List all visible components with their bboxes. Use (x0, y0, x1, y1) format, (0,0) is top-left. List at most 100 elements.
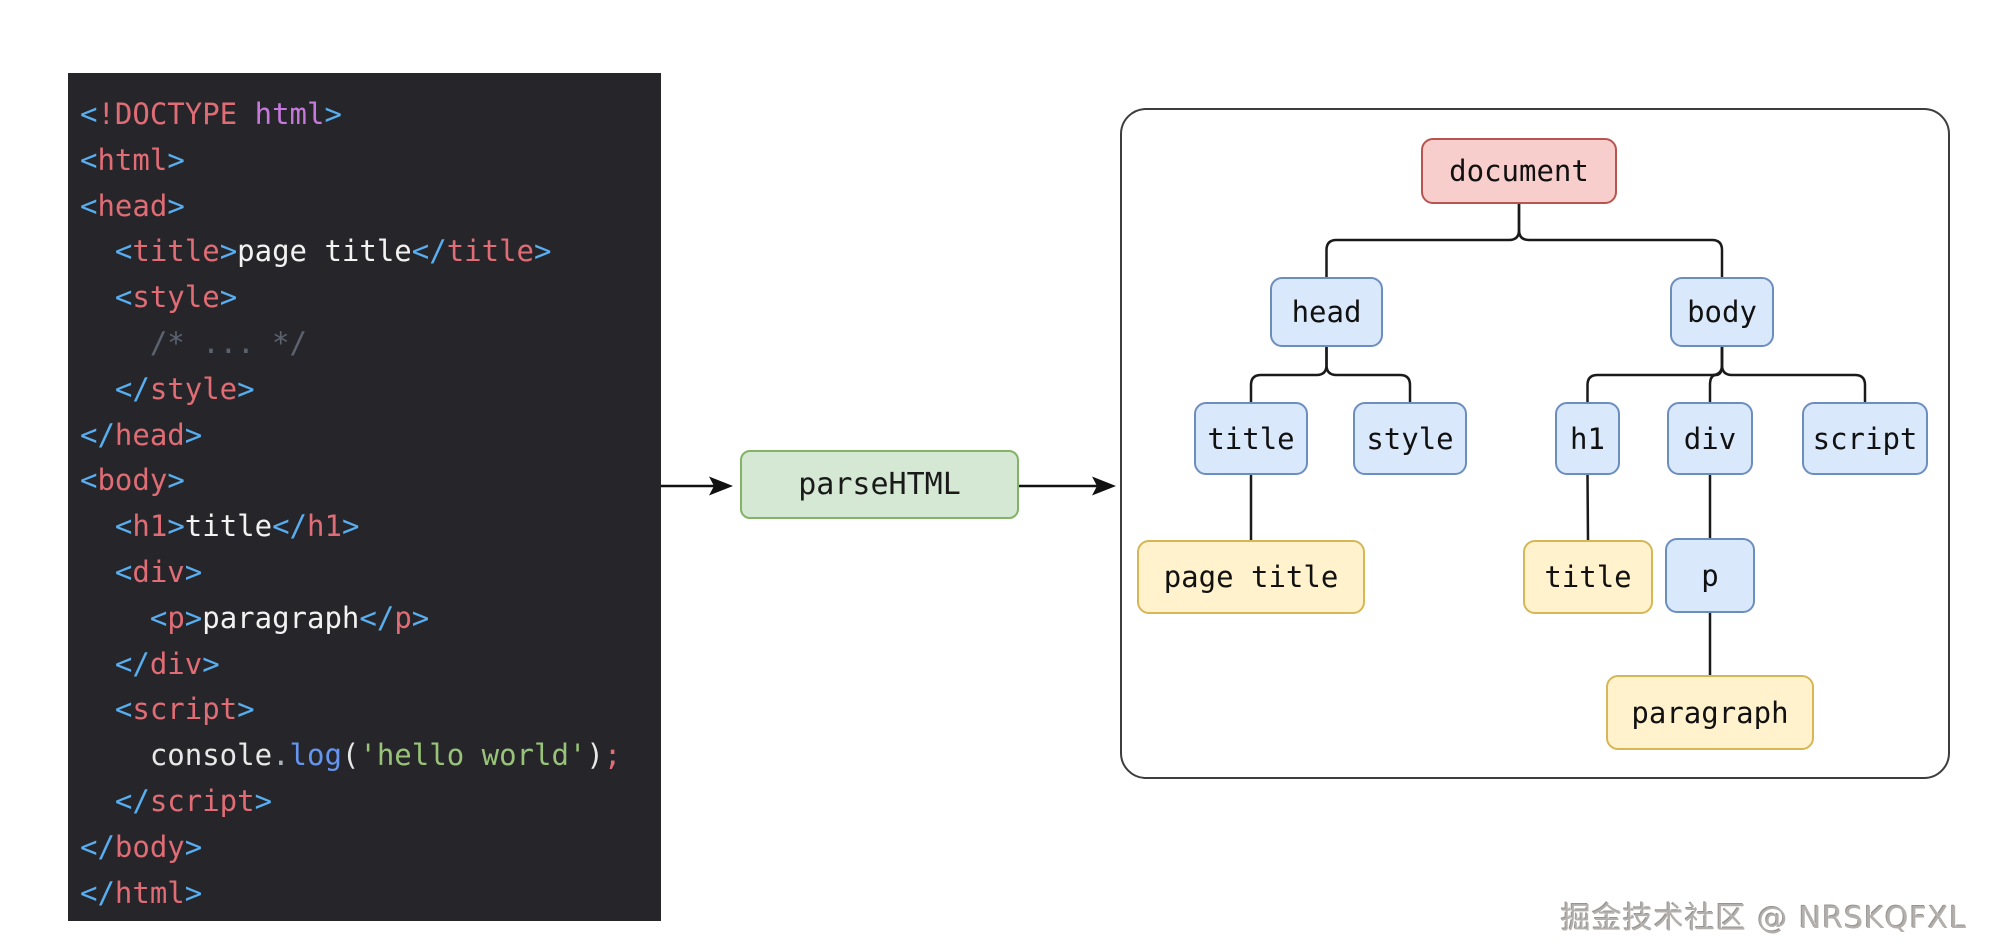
parse-html-label: parseHTML (798, 467, 961, 502)
code-token-punct: < (80, 142, 98, 177)
code-token-tag: html (114, 875, 185, 910)
code-token-punct: > (324, 97, 342, 131)
tree-node-head: head (1270, 277, 1383, 347)
code-token-plain (80, 372, 115, 406)
code-token-punct: </ (411, 234, 447, 269)
code-token-plain (80, 234, 115, 268)
code-token-punct: </ (80, 875, 115, 910)
code-token-function: log (289, 738, 342, 773)
code-token-punct: < (114, 280, 133, 315)
code-token-punct: </ (80, 829, 115, 864)
code-token-punct: < (80, 463, 98, 498)
code-line: </head> (80, 413, 661, 459)
code-token-plain (80, 784, 115, 818)
code-token-punct: > (167, 463, 185, 498)
code-token-comment: /* ... */ (149, 325, 307, 360)
code-token-punct: </ (272, 509, 308, 544)
code-line: <head> (80, 184, 661, 230)
code-token-plain (80, 555, 115, 589)
code-token-punct: > (341, 509, 360, 544)
tree-node-label: div (1683, 421, 1737, 456)
code-token-punct: </ (80, 417, 115, 452)
tree-node-label: page title (1163, 560, 1339, 594)
code-token-plain (80, 280, 115, 314)
code-token-punct: < (114, 554, 133, 589)
code-token-punct: < (114, 234, 133, 269)
code-token-tag: head (97, 188, 168, 223)
tree-node-div: div (1667, 402, 1753, 475)
code-token-text: page title (237, 234, 412, 269)
code-token-tag: h1 (132, 509, 168, 544)
code-token-punct: < (114, 509, 133, 544)
code-line: </html> (80, 871, 661, 917)
code-token-tag: p (167, 600, 185, 635)
code-token-punct: > (219, 280, 238, 315)
code-token-punct: > (184, 600, 203, 635)
code-lines: <!DOCTYPE html><html><head> <title>page … (68, 73, 661, 916)
tree-node-h1: h1 (1555, 402, 1620, 475)
code-token-tag: script (149, 783, 255, 818)
code-line: /* ... */ (80, 321, 661, 367)
code-token-punct: > (202, 646, 220, 681)
code-token-tag: div (149, 646, 203, 681)
code-token-plain (80, 738, 150, 772)
code-token-tag: h1 (307, 509, 342, 544)
flow-arrowhead-icon (1092, 476, 1116, 496)
code-token-tag: style (149, 371, 238, 406)
code-token-punct: > (237, 692, 255, 727)
code-token-tag: title (446, 234, 535, 269)
code-token-punct: </ (114, 646, 150, 681)
code-line: </body> (80, 825, 661, 871)
code-token-punct: > (184, 829, 203, 864)
code-token-punct: </ (359, 600, 395, 635)
code-token-punct: > (184, 554, 203, 589)
code-line: <title>page title</title> (80, 229, 661, 275)
code-token-tag: style (132, 280, 220, 315)
code-line: <body> (80, 458, 661, 504)
tree-node-p: p (1665, 538, 1755, 613)
code-token-tag: body (114, 829, 185, 864)
code-token-punct: > (184, 417, 203, 452)
tree-node-label: document (1449, 154, 1589, 188)
code-token-punct: < (80, 188, 98, 223)
code-token-tag: p (394, 600, 412, 635)
tree-node-paragraph: paragraph (1606, 675, 1814, 750)
code-token-plain (80, 692, 115, 726)
code-token-tag: title (132, 234, 220, 269)
code-line: <!DOCTYPE html> (80, 92, 661, 138)
code-token-text: paragraph (202, 600, 360, 635)
code-token-plain: ( (341, 738, 360, 773)
tree-node-label: h1 (1570, 421, 1605, 456)
code-line: <div> (80, 550, 661, 596)
tree-node-title: title (1194, 402, 1308, 475)
code-line: <h1>title</h1> (80, 504, 661, 550)
tree-node-title-text: title (1523, 540, 1653, 614)
code-token-punct: </ (114, 371, 150, 406)
tree-node-script: script (1802, 402, 1928, 475)
watermark-text: 掘金技术社区 @ NRSKQFXL (1560, 901, 1967, 936)
code-token-punct: > (219, 234, 238, 269)
code-token-punct: </ (114, 783, 150, 818)
code-line: </script> (80, 779, 661, 825)
code-line: </div> (80, 642, 661, 688)
code-token-punct: < (149, 600, 168, 635)
tree-node-document: document (1421, 138, 1617, 204)
tree-node-style: style (1353, 402, 1467, 475)
code-token-punct: > (167, 142, 185, 177)
code-token-punct: > (184, 875, 203, 910)
code-token-tag: div (132, 554, 185, 589)
code-line: <html> (80, 138, 661, 184)
code-line: <script> (80, 687, 661, 733)
code-token-punct: > (534, 234, 552, 269)
code-token-tag: head (114, 417, 185, 452)
tree-node-body: body (1670, 277, 1774, 347)
tree-node-label: paragraph (1631, 695, 1789, 730)
code-token-string: 'hello world' (359, 738, 587, 773)
code-line: <p>paragraph</p> (80, 596, 661, 642)
flow-arrowhead-icon (709, 476, 733, 496)
code-token-plain (80, 647, 115, 681)
html-source-code-block: <!DOCTYPE html><html><head> <title>page … (68, 73, 661, 921)
code-token-punct: > (411, 600, 430, 635)
tree-node-label: title (1544, 560, 1632, 594)
tree-node-label: head (1291, 295, 1362, 329)
